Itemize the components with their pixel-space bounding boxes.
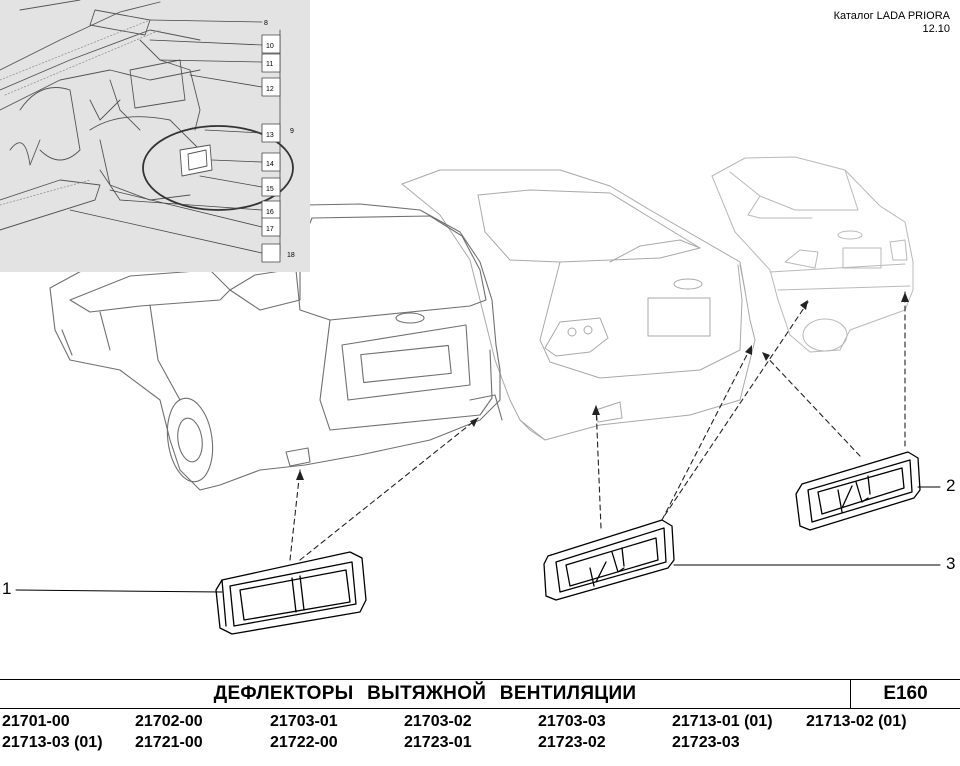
inset-body-drawing: 8 10 11 12 9 13 14 15 16 17 18	[0, 0, 310, 272]
section-title: ДЕФЛЕКТОРЫ ВЫТЯЖНОЙ ВЕНТИЛЯЦИИ	[213, 683, 637, 704]
model-code: 21713-03 (01)	[2, 734, 103, 751]
inset-part-number: 14	[266, 161, 274, 168]
catalog-header: Каталог LADA PRIORA 12.10	[834, 10, 950, 36]
model-code: 21723-03	[672, 734, 740, 751]
assembly-arrows	[289, 291, 906, 561]
title-bar: ДЕФЛЕКТОРЫ ВЫТЯЖНОЙ ВЕНТИЛЯЦИИ Е160	[0, 679, 960, 709]
hatchback-car	[401, 169, 756, 441]
catalog-date: 12.10	[922, 23, 950, 35]
model-code: 21721-00	[135, 734, 203, 751]
model-code: 21713-02 (01)	[806, 713, 907, 730]
model-code: 21713-01 (01)	[672, 713, 773, 730]
inset-part-number: 12	[266, 86, 274, 93]
deflector-part-2	[795, 451, 921, 531]
inset-part-number: 10	[266, 43, 274, 50]
model-code: 21722-00	[270, 734, 338, 751]
section-code: Е160	[850, 680, 960, 708]
parts-drawing: 8 10 11 12 9 13 14 15 16 17 18	[0, 0, 941, 635]
model-code: 21703-01	[270, 713, 338, 730]
deflector-part-1	[215, 551, 367, 635]
leader-lines	[15, 486, 941, 593]
inset-part-number: 9	[290, 128, 294, 135]
sedan-car	[711, 156, 914, 353]
inset-part-number: 8	[264, 20, 268, 27]
model-code: 21703-02	[404, 713, 472, 730]
wagon-car	[49, 203, 503, 491]
model-code: 21703-03	[538, 713, 606, 730]
arrow-heads	[296, 292, 909, 480]
catalog-title: Каталог LADA PRIORA	[833, 10, 950, 22]
inset-part-number: 15	[266, 186, 274, 193]
callout-1: 1	[2, 579, 12, 598]
model-code: 21723-01	[404, 734, 472, 751]
model-code: 21723-02	[538, 734, 606, 751]
model-code: 21701-00	[2, 713, 70, 730]
inset-part-numbers: 8 10 11 12 9 13 14 15 16 17 18	[264, 20, 295, 259]
inset-part-number: 16	[266, 209, 274, 216]
inset-part-number: 11	[266, 61, 273, 68]
deflector-part-3	[543, 519, 675, 601]
inset-part-number: 17	[266, 226, 274, 233]
callout-2: 2	[946, 476, 956, 495]
inset-part-number: 13	[266, 132, 274, 139]
model-code: 21702-00	[135, 713, 203, 730]
inset-part-number: 18	[287, 252, 295, 259]
callout-3: 3	[946, 554, 956, 573]
